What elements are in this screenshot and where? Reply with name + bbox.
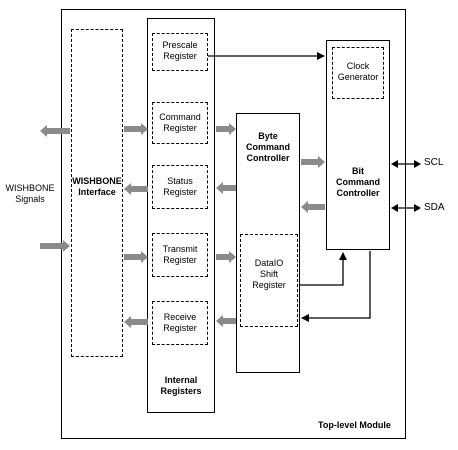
top-level-module-label: Top-level Module: [318, 420, 391, 430]
dataio-shift-register: [240, 234, 298, 327]
clock-generator-label: Clock Generator: [337, 61, 379, 82]
receive-to-iface-arrow: [124, 316, 148, 328]
wishbone-out-arrow: [40, 125, 70, 137]
command-register: [152, 102, 208, 144]
sda-arrow-left: [391, 204, 398, 212]
wishbone-in-arrow: [40, 240, 70, 252]
status-to-iface-arrow: [124, 183, 148, 195]
status-register-label: Status Register: [163, 176, 197, 197]
bit-command-controller-label: Bit Command Controller: [335, 166, 380, 198]
bit-to-dataio-arrow: [301, 251, 371, 322]
bit-to-byte-arrow: [301, 201, 325, 213]
prescale-register: [152, 33, 208, 71]
byte-to-receive-arrow: [216, 315, 236, 327]
clock-generator: [332, 47, 384, 99]
transmit-to-byte-arrow: [216, 251, 236, 263]
prescale-register-label: Prescale Register: [162, 40, 198, 61]
wishbone-signals-label: WISHBONE Signals: [5, 183, 55, 204]
status-register: [152, 165, 208, 209]
wishbone-interface-block: [71, 29, 123, 357]
transmit-register-label: Transmit Register: [162, 244, 198, 265]
transmit-register: [152, 233, 208, 277]
scl-label: SCL: [424, 157, 444, 168]
sda-arrow-right: [414, 204, 421, 212]
dataio-to-bit-arrow: [300, 252, 347, 286]
iface-to-transmit-arrow: [124, 251, 148, 263]
dataio-shift-register-label: DataIO Shift Register: [252, 258, 286, 290]
byte-to-status-arrow: [216, 182, 236, 194]
command-register-label: Command Register: [159, 112, 201, 133]
receive-register-label: Receive Register: [163, 312, 197, 333]
wishbone-interface-label: WISHBONE Interface: [72, 176, 122, 197]
scl-arrow-left: [391, 160, 398, 168]
sda-label: SDA: [424, 202, 445, 213]
command-to-byte-arrow: [216, 123, 236, 135]
receive-register: [152, 301, 208, 345]
byte-to-bit-arrow: [301, 156, 325, 168]
internal-registers-block: [147, 18, 215, 413]
internal-registers-label: Internal Registers: [160, 375, 202, 396]
byte-command-controller-label: Byte Command Controller: [245, 131, 290, 163]
scl-arrow-right: [414, 160, 421, 168]
iface-to-command-arrow: [124, 123, 148, 135]
